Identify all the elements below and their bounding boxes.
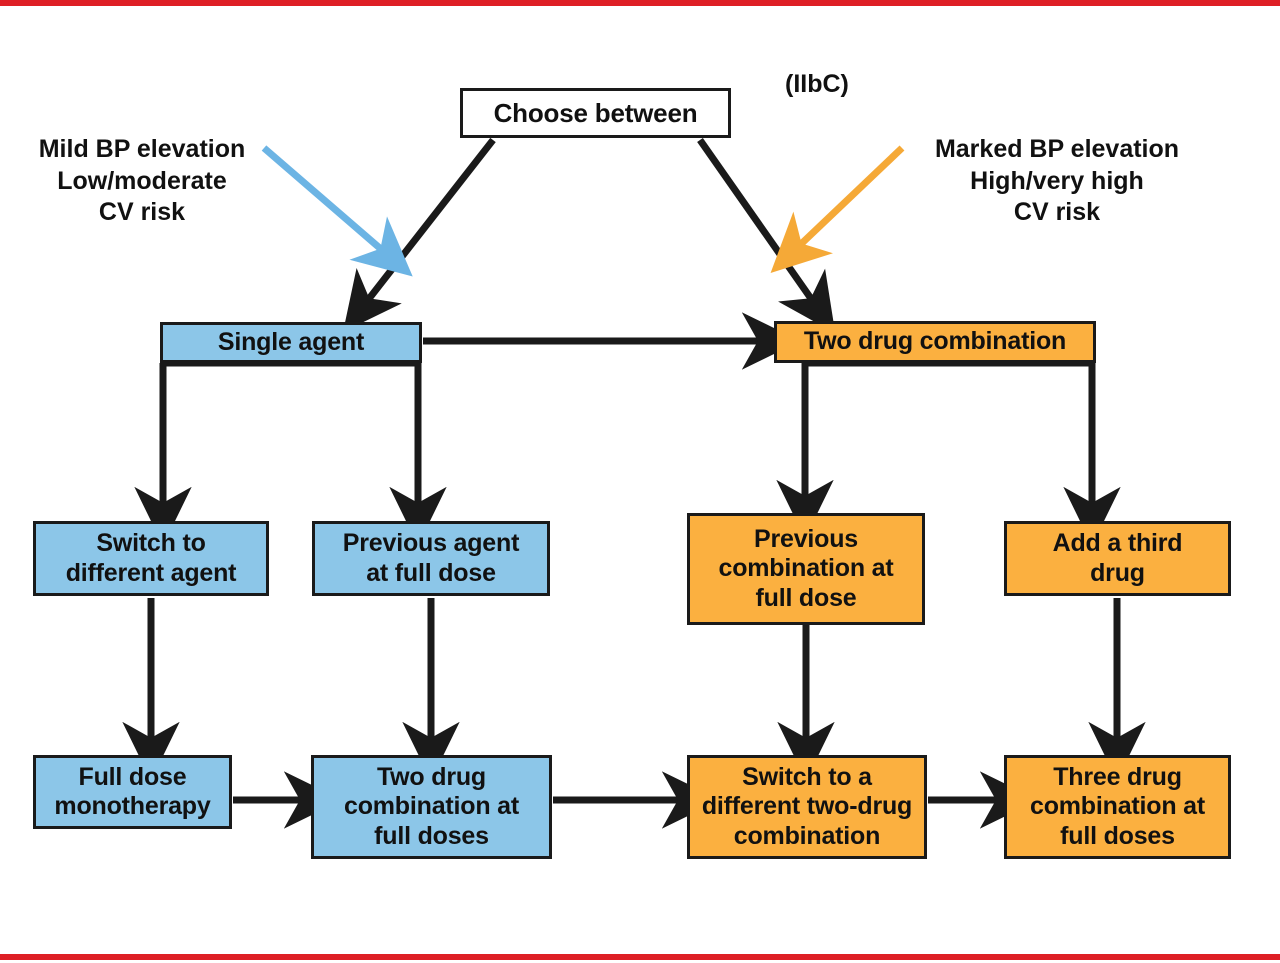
orange-callout-arrow <box>770 145 905 273</box>
edge-root-to-two-drug <box>697 137 836 334</box>
node-previous-combination-full-dose[interactable]: Previous combination at full dose <box>687 513 925 625</box>
node-three-drug-combination-full-doses[interactable]: Three drug combination at full doses <box>1004 755 1231 859</box>
top-red-rule <box>0 0 1280 6</box>
annotation-mild-bp-elevation: Mild BP elevation Low/moderate CV risk <box>38 135 246 226</box>
recommendation-class-tag: (IIbC) <box>785 70 849 98</box>
node-two-drug-combination-full-doses[interactable]: Two drug combination at full doses <box>311 755 552 859</box>
annotation-marked-bp-elevation: Marked BP elevation High/very high CV ri… <box>934 135 1180 226</box>
blue-callout-arrow <box>261 145 413 277</box>
node-full-dose-monotherapy[interactable]: Full dose monotherapy <box>33 755 232 829</box>
node-switch-to-different-two-drug-combination[interactable]: Switch to a different two-drug combinati… <box>687 755 927 859</box>
node-switch-to-different-agent[interactable]: Switch to different agent <box>33 521 269 596</box>
edge-root-to-single-agent <box>343 137 496 332</box>
bottom-red-rule <box>0 954 1280 960</box>
node-previous-agent-full-dose[interactable]: Previous agent at full dose <box>312 521 550 596</box>
node-choose-between[interactable]: Choose between <box>460 88 731 138</box>
node-single-agent[interactable]: Single agent <box>160 322 422 363</box>
node-add-a-third-drug[interactable]: Add a third drug <box>1004 521 1231 596</box>
node-two-drug-combination[interactable]: Two drug combination <box>774 321 1096 363</box>
